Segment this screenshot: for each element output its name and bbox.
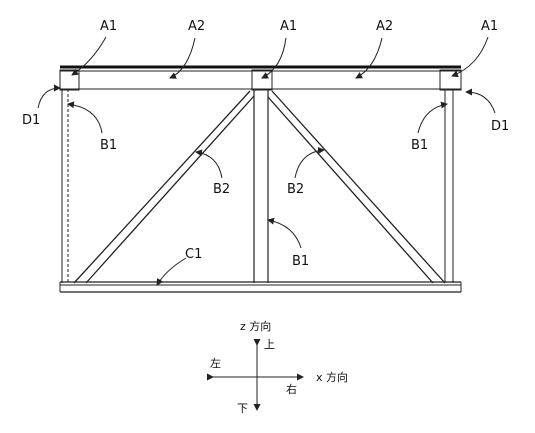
leader-b1-left [67,101,103,134]
up-label: 上 [264,338,275,351]
label-a1-center: A1 [280,19,297,34]
axis-indicator: z 方向 上 左 x 方向 右 下 [207,319,348,415]
bottom-beam [59,281,462,293]
left-label: 左 [210,357,221,370]
label-b1-right: B1 [411,138,428,153]
label-a2-right: A2 [376,19,393,34]
right-label: 右 [286,382,297,396]
down-label: 下 [237,402,248,415]
leader-a2-left [169,37,196,79]
leader-c1 [156,257,187,286]
label-b1-center: B1 [292,254,309,269]
label-b1-left: B1 [100,138,117,153]
leader-a1-left [71,36,107,76]
leader-a2-right [355,37,383,79]
leader-b2-right [294,147,325,179]
label-d1-right: D1 [491,119,509,134]
label-a1-right: A1 [481,19,498,34]
leader-a1-right [451,36,489,78]
top-beam [60,65,461,90]
right-post [444,89,454,283]
x-direction-label: x 方向 [316,370,348,384]
label-c1: C1 [185,247,202,262]
center-post [253,90,269,283]
leader-d1-right [465,88,496,114]
left-diagonal-brace [73,90,255,284]
leader-a1-center [261,37,287,79]
label-b2-left: B2 [213,182,230,197]
label-a1-left: A1 [100,19,117,34]
z-direction-label: z 方向 [240,319,271,333]
label-a2-left: A2 [188,19,205,34]
left-post [61,89,69,283]
right-diagonal-brace [267,90,446,284]
connector-a1-right [439,69,462,91]
leader-b1-center [267,217,302,249]
leader-d1-left [37,84,61,109]
label-d1-left: D1 [22,113,40,128]
connector-a1-center [251,69,273,91]
leader-arrows [37,36,496,286]
label-b2-right: B2 [287,182,304,197]
leader-b1-right [417,101,448,134]
connector-a1-left [59,69,80,91]
leader-b2-left [195,149,223,179]
